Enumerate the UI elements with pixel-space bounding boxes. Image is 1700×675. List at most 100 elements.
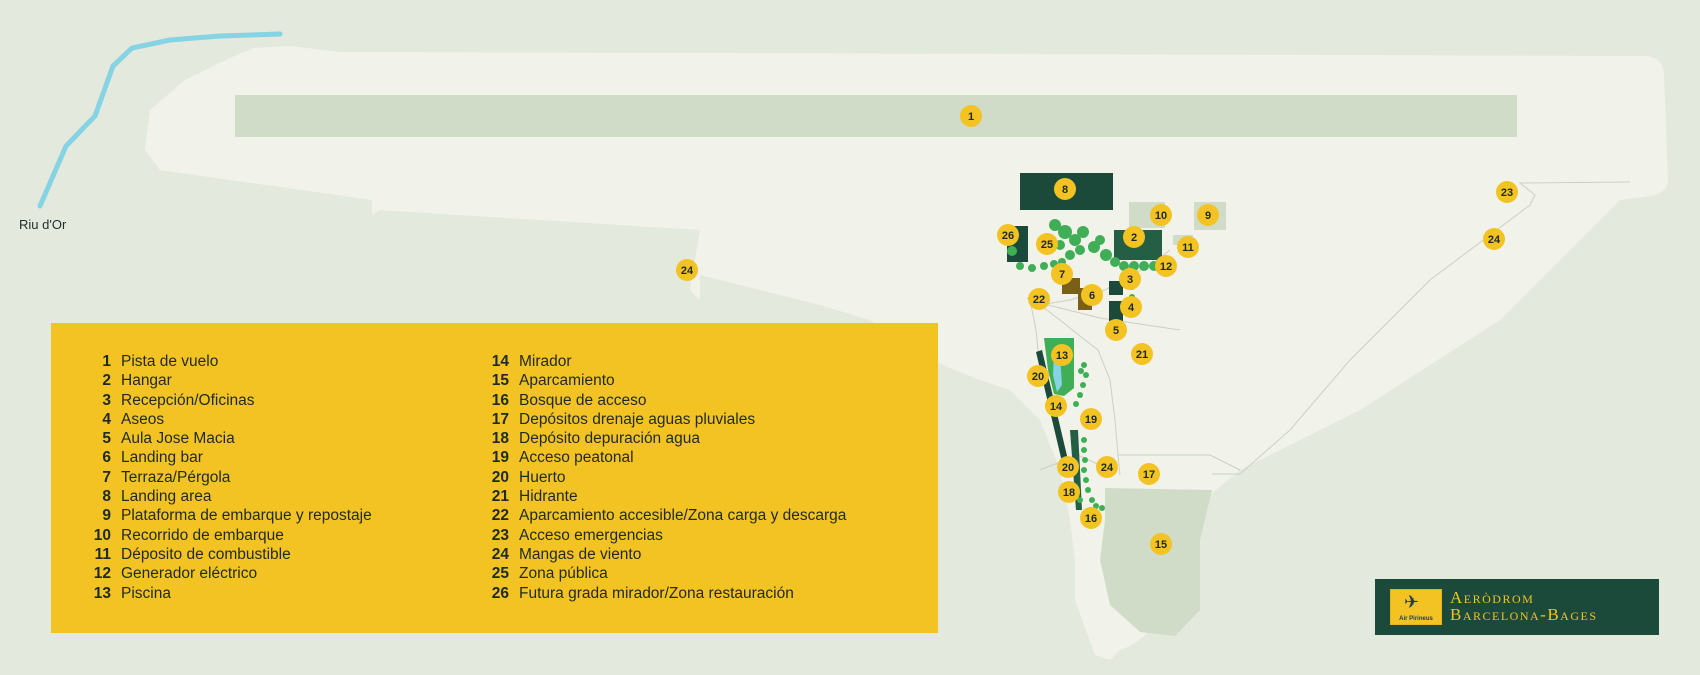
map-marker: 4 xyxy=(1120,296,1142,318)
legend-number: 8 xyxy=(102,488,111,506)
marker-number: 2 xyxy=(1131,232,1137,244)
marker-circle xyxy=(1150,533,1172,555)
legend-number: 15 xyxy=(491,372,509,390)
legend-number: 23 xyxy=(491,526,509,544)
aerodrome-logo: ✈ Air Pirineus Aeròdrom Barcelona-Bages xyxy=(1375,579,1659,635)
legend-label: Hidrante xyxy=(519,488,578,506)
legend-number: 13 xyxy=(93,584,111,602)
legend-label: Pista de vuelo xyxy=(121,353,219,370)
marker-number: 12 xyxy=(1160,261,1172,273)
marker-circle xyxy=(1027,365,1049,387)
legend-label: Acceso emergencias xyxy=(519,526,663,544)
marker-number: 4 xyxy=(1128,302,1135,314)
legend-item: 15 Aparcamiento xyxy=(451,372,846,391)
runway-strip xyxy=(235,95,1517,137)
marker-number: 19 xyxy=(1085,414,1097,426)
map-marker: 17 xyxy=(1138,463,1160,485)
legend-number: 18 xyxy=(491,430,509,448)
marker-number: 14 xyxy=(1050,401,1063,413)
map-marker: 24 xyxy=(1483,228,1505,250)
badge-text: Air Pirineus xyxy=(1399,616,1433,622)
legend-label: Huerto xyxy=(519,468,566,486)
legend-number: 17 xyxy=(491,410,509,428)
legend-number: 5 xyxy=(102,430,111,448)
legend-label: Aparcamiento xyxy=(519,372,615,390)
map-marker: 24 xyxy=(676,259,698,281)
marker-number: 24 xyxy=(1101,462,1114,474)
marker-circle xyxy=(1045,395,1067,417)
marker-circle xyxy=(1105,319,1127,341)
map-marker: 14 xyxy=(1045,395,1067,417)
marker-circle xyxy=(1131,343,1153,365)
legend-number: 21 xyxy=(491,488,509,506)
map-marker: 24 xyxy=(1096,456,1118,478)
logo-line-1: Aeròdrom xyxy=(1450,588,1535,607)
marker-number: 20 xyxy=(1032,371,1044,383)
marker-number: 5 xyxy=(1113,325,1119,337)
legend-label: Recorrido de embarque xyxy=(121,526,284,544)
map-marker: 16 xyxy=(1080,507,1102,529)
marker-circle xyxy=(1120,296,1142,318)
map-marker: 3 xyxy=(1119,268,1141,290)
marker-number: 6 xyxy=(1089,290,1095,302)
marker-number: 17 xyxy=(1143,469,1155,481)
map-marker: 9 xyxy=(1197,204,1219,226)
marker-circle xyxy=(1028,288,1050,310)
legend-number: 2 xyxy=(102,372,111,390)
river-riu-dor xyxy=(37,31,283,209)
legend-label: Plataforma de embarque y repostaje xyxy=(121,507,372,525)
marker-circle xyxy=(1080,408,1102,430)
legend-label: Generador eléctrico xyxy=(121,565,258,583)
map-marker: 2 xyxy=(1123,226,1145,248)
legend-label: Mirador xyxy=(519,353,572,370)
map-marker: 6 xyxy=(1081,284,1103,306)
legend-number: 10 xyxy=(93,526,111,544)
map-marker: 5 xyxy=(1105,319,1127,341)
marker-number: 22 xyxy=(1033,294,1045,306)
legend-number: 24 xyxy=(491,545,509,563)
marker-circle xyxy=(1155,255,1177,277)
legend-label: Aula Jose Macia xyxy=(121,430,235,448)
legend-label: Aparcamiento accesible/Zona carga y desc… xyxy=(519,507,847,525)
legend-number: 26 xyxy=(491,584,509,602)
legend-label: Futura grada mirador/Zona restauración xyxy=(519,584,794,602)
map-marker: 11 xyxy=(1177,236,1199,258)
marker-circle xyxy=(1119,268,1141,290)
marker-circle xyxy=(1197,204,1219,226)
marker-circle xyxy=(997,224,1019,246)
map-marker: 18 xyxy=(1058,481,1080,503)
map-marker: 1 xyxy=(960,105,982,127)
map-marker: 8 xyxy=(1054,178,1076,200)
marker-circle xyxy=(1057,456,1079,478)
marker-number: 23 xyxy=(1501,187,1513,199)
legend-item: 23 Acceso emergencias xyxy=(451,527,846,546)
legend-label: Terraza/Pérgola xyxy=(121,468,231,486)
legend-item: 26 Futura grada mirador/Zona restauración xyxy=(451,585,846,604)
logo-line-2: Barcelona-Bages xyxy=(1450,605,1598,624)
map-marker: 12 xyxy=(1155,255,1177,277)
river-label: Riu d'Or xyxy=(19,217,67,232)
air-pirineus-badge: ✈ Air Pirineus xyxy=(1390,589,1442,625)
marker-number: 10 xyxy=(1155,210,1167,222)
legend-number: 7 xyxy=(102,468,111,486)
marker-number: 18 xyxy=(1063,487,1075,499)
marker-number: 24 xyxy=(681,265,694,277)
marker-number: 11 xyxy=(1182,242,1194,254)
map-marker: 7 xyxy=(1051,263,1073,285)
map-marker: 20 xyxy=(1057,456,1079,478)
legend-label: Mangas de viento xyxy=(519,545,642,563)
map-marker: 21 xyxy=(1131,343,1153,365)
